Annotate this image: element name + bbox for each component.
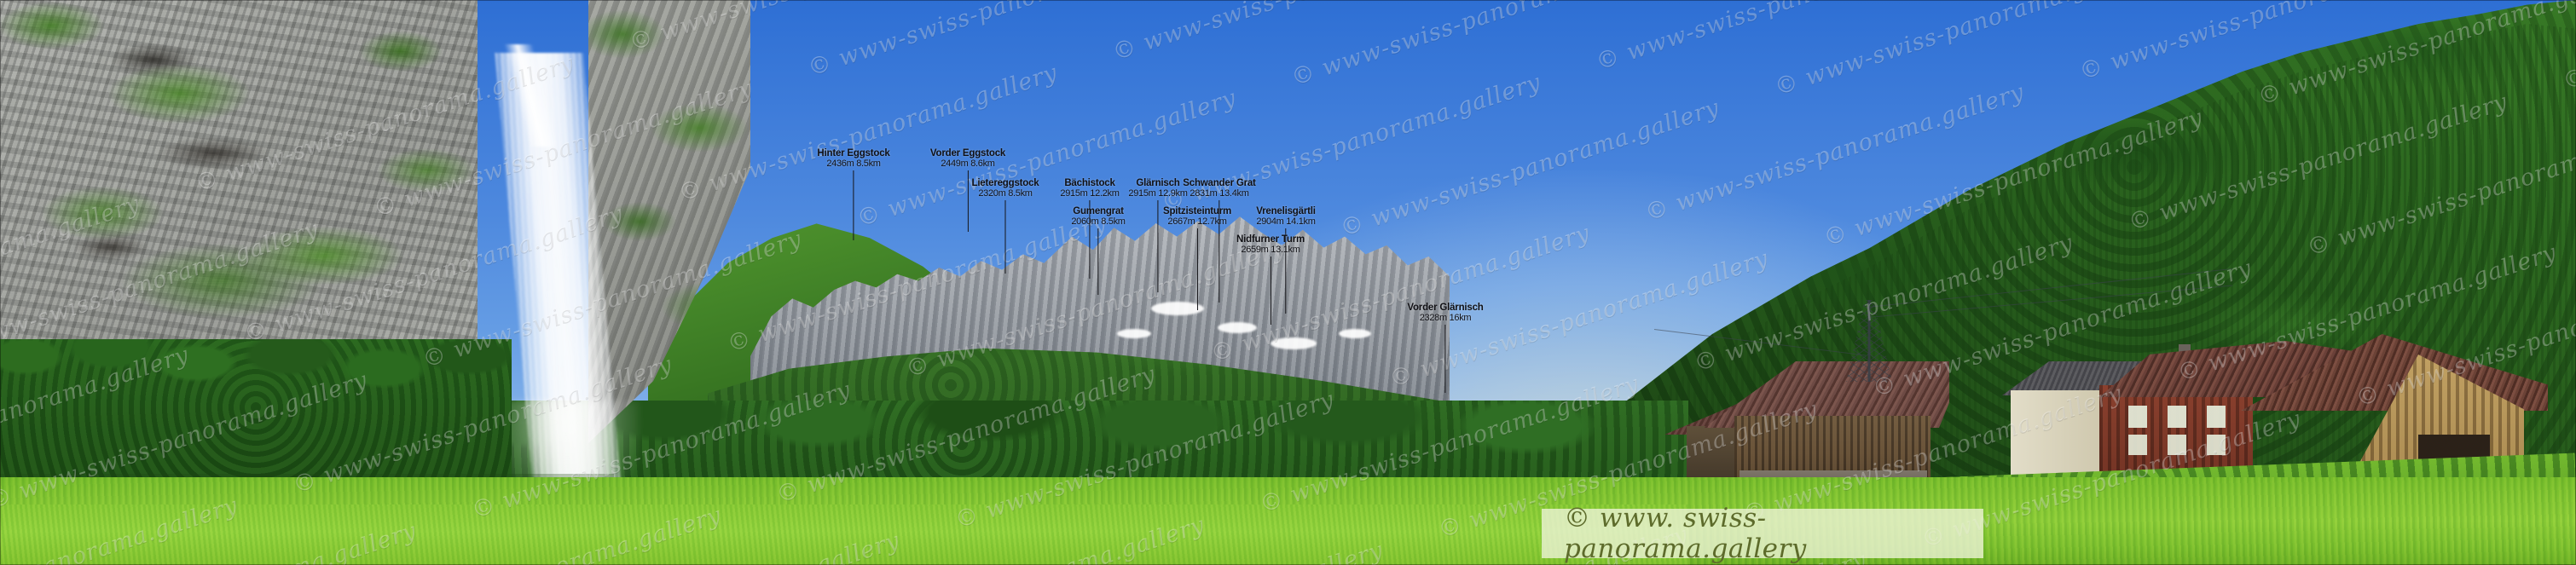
peak-elevation-distance: 2449m 8.6km bbox=[941, 158, 995, 169]
peak-elevation-distance: 2659m 13.1km bbox=[1241, 244, 1300, 255]
peak-name: Nidfurner Turm bbox=[1236, 234, 1305, 245]
peak-name: Vorder Glärnisch bbox=[1407, 303, 1484, 313]
peak-name: Gumengrat bbox=[1073, 206, 1124, 216]
peak-name: Glärnisch bbox=[1136, 178, 1180, 188]
snow-patch bbox=[1271, 337, 1317, 349]
peak-leader-line bbox=[1196, 228, 1198, 310]
peak-elevation-distance: 2667m 12.7km bbox=[1167, 216, 1227, 227]
peak-leader-line bbox=[1270, 256, 1271, 325]
peak-name: Lietereggstock bbox=[971, 178, 1039, 188]
peak-elevation-distance: 2915m 12.2km bbox=[1060, 187, 1120, 199]
peak-name: Bächistock bbox=[1064, 178, 1115, 188]
peak-name: Spitzisteinturm bbox=[1162, 206, 1232, 216]
peak-leader-line bbox=[1219, 199, 1220, 303]
peak-name: Hinter Eggstock bbox=[817, 148, 890, 159]
peak-elevation-distance: 2904m 14.1km bbox=[1256, 216, 1316, 227]
copyright-badge: © www. swiss-panorama.gallery bbox=[1542, 503, 1983, 564]
foreground-meadow-near bbox=[0, 504, 1688, 565]
peak-leader-line bbox=[1444, 324, 1446, 393]
peak-name: Vrenelisgärtli bbox=[1256, 206, 1316, 216]
peak-leader-line bbox=[1097, 228, 1099, 295]
peak-name: Vorder Eggstock bbox=[929, 148, 1006, 159]
farmhouse-render-wall bbox=[2011, 390, 2101, 484]
peak-leader-line bbox=[1089, 199, 1091, 279]
snow-patch bbox=[1339, 329, 1371, 338]
chalet-window-row-lower bbox=[2122, 435, 2249, 460]
peak-elevation-distance: 2328m 16km bbox=[1419, 312, 1472, 323]
snow-patch bbox=[1218, 322, 1257, 333]
peak-leader-line bbox=[1285, 228, 1287, 314]
snow-patch bbox=[1151, 302, 1204, 315]
peak-elevation-distance: 2060m 8.5km bbox=[1071, 216, 1126, 227]
peak-elevation-distance: 2915m 12.9km bbox=[1128, 187, 1188, 199]
peak-leader-line bbox=[967, 170, 969, 232]
snow-patch bbox=[1117, 329, 1151, 338]
peak-elevation-distance: 2831m 13.4km bbox=[1190, 187, 1249, 199]
peak-leader-line bbox=[1157, 199, 1159, 292]
peak-elevation-distance: 2436m 8.5km bbox=[826, 158, 881, 169]
peak-name: Schwander Grat bbox=[1183, 178, 1256, 188]
copyright-badge-text: © www. swiss-panorama.gallery bbox=[1564, 503, 1807, 564]
peak-leader-line bbox=[1004, 199, 1006, 274]
peak-elevation-distance: 2320m 8.5km bbox=[978, 187, 1033, 199]
